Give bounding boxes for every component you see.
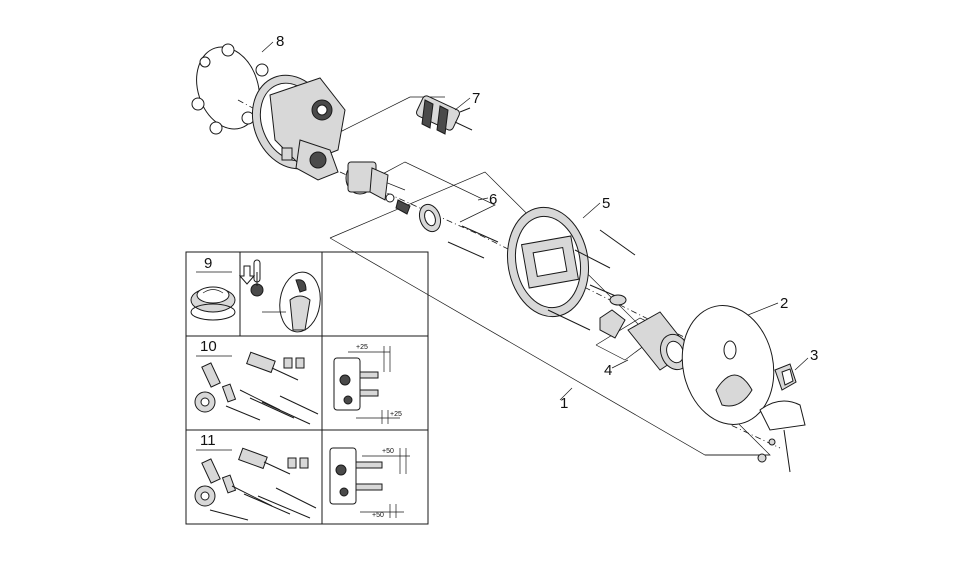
callout-3: 3 — [810, 347, 818, 364]
callout-numbers: 8 7 6 5 2 3 4 1 — [276, 33, 818, 412]
part-8-gasket-ring — [191, 43, 269, 135]
panel-11-dim-top: +50 — [382, 448, 394, 455]
accessory-panels-table — [185, 251, 429, 525]
part-2-escutcheon — [681, 305, 775, 425]
panel-11-dim-bottom: +50 — [372, 512, 384, 519]
callout-5: 5 — [602, 195, 610, 212]
panel-10-dim-bottom: +25 — [390, 411, 402, 418]
panel-11: 11 +50 +50 — [194, 432, 410, 521]
callout-1: 1 — [560, 395, 568, 412]
callout-7: 7 — [472, 90, 480, 107]
callout-4: 4 — [604, 362, 612, 379]
lever-handle — [757, 400, 806, 473]
mixer-cartridge — [345, 161, 411, 215]
panel-9-number: 9 — [204, 255, 212, 272]
callout-8: 8 — [276, 33, 284, 50]
part-6-ring-and-screws — [418, 203, 499, 259]
part-7-cartridge — [416, 95, 473, 135]
panel-11-number: 11 — [200, 432, 216, 449]
down-arrow-icon — [238, 265, 256, 285]
panel-10-number: 10 — [200, 338, 217, 355]
callout-leaders — [261, 41, 809, 401]
panel-10: 10 +25 +25 — [194, 338, 402, 425]
panel-9: 9 — [190, 255, 321, 333]
valve-housing-body — [251, 74, 346, 181]
callout-6: 6 — [489, 191, 497, 208]
part-3-knob — [774, 363, 797, 391]
thermometer-icon — [250, 259, 264, 297]
panel-10-dim-top: +25 — [356, 344, 368, 351]
callout-2: 2 — [780, 295, 788, 312]
part-5-mounting-plate — [506, 206, 636, 331]
part-4-sleeve — [599, 294, 691, 371]
